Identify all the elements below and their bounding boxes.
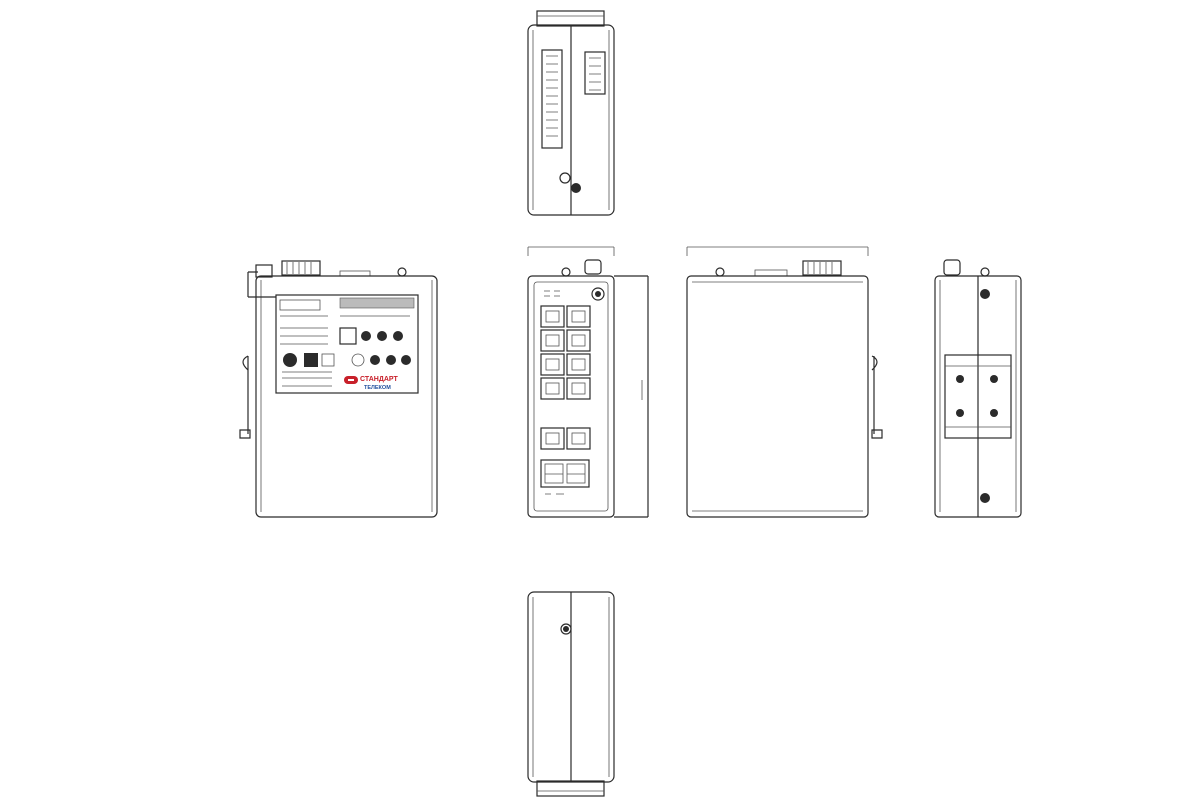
din-rail-clip bbox=[944, 354, 1012, 439]
rj45-port-grid bbox=[540, 305, 591, 400]
combo-port-group bbox=[540, 427, 591, 450]
terminal-block bbox=[541, 49, 563, 149]
top-view bbox=[527, 10, 615, 216]
din-rail-side-view bbox=[934, 259, 1022, 518]
ground-screw bbox=[559, 172, 571, 184]
product-label bbox=[275, 294, 419, 394]
rear-view bbox=[686, 246, 883, 518]
standart-telecom-logo: СТАНДАРТ ТЕЛЕКОМ bbox=[344, 376, 398, 391]
logo-line2: ТЕЛЕКОМ bbox=[364, 385, 391, 391]
connector-top bbox=[255, 264, 273, 278]
logo-line1: СТАНДАРТ bbox=[360, 376, 398, 383]
terminal-top bbox=[281, 260, 321, 276]
dip-switch bbox=[584, 51, 606, 95]
side-body bbox=[255, 275, 438, 518]
bottom-view-cap bbox=[536, 780, 605, 797]
bottom-view bbox=[527, 591, 615, 797]
rear-body bbox=[686, 275, 869, 518]
left-side-view: СТАНДАРТ ТЕЛЕКОМ bbox=[239, 260, 438, 518]
front-body bbox=[527, 275, 615, 518]
top-view-cap bbox=[536, 10, 605, 27]
sfp-slot-group bbox=[540, 459, 590, 495]
front-view bbox=[527, 246, 649, 518]
